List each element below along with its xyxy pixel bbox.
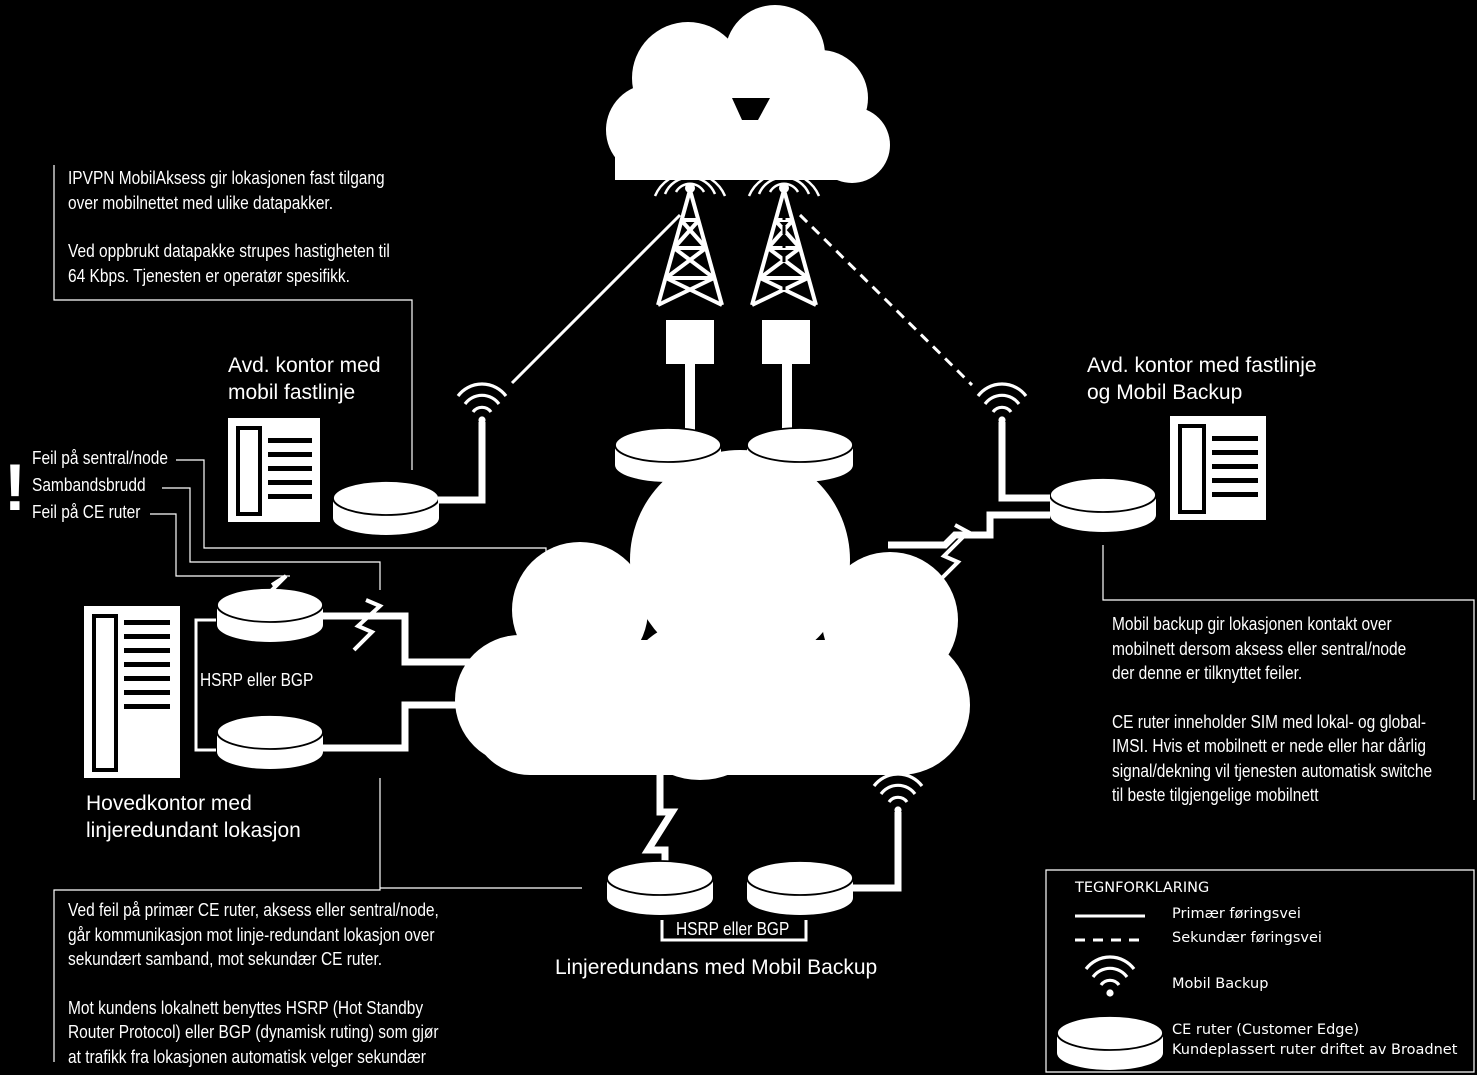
legend-secondary: Sekundær føringsvei [1172, 930, 1322, 946]
link-break-icon [641, 775, 679, 870]
note-line: Ved feil på primær CE ruter, aksess elle… [68, 900, 439, 920]
note-line: Mobil backup gir lokasjonen kontakt over [1112, 614, 1392, 634]
note-line: der denne er tilknyttet feiler. [1112, 663, 1303, 683]
note-line: at trafikk fra lokasjonen automatisk vel… [68, 1046, 426, 1067]
note-line: 64 Kbps. Tjenesten er operatør spesifikk… [68, 265, 350, 286]
legend-title: TEGNFORKLARING [1075, 880, 1210, 896]
router-icon [614, 427, 722, 483]
network-cloud-icon [455, 450, 970, 780]
router-icon [216, 714, 324, 770]
internet-cloud-icon [606, 5, 890, 183]
legend-ce-router: CE ruter (Customer Edge) Kundeplassert r… [1172, 1022, 1458, 1058]
note-line: Mot kundens lokalnett benyttes HSRP (Hot… [68, 997, 424, 1018]
note-line-redundancy: Ved feil på primær CE ruter, aksess elle… [68, 898, 439, 1069]
note-line: IPVPN MobilAksess gir lokasjonen fast ti… [68, 168, 385, 188]
note-line: Ved oppbrukt datapakke strupes hastighet… [68, 241, 390, 261]
note-mobile-backup: Mobil backup gir lokasjonen kontakt over… [1112, 612, 1432, 808]
note-line: sekundært samband, mot sekundær CE ruter… [68, 949, 383, 969]
failure-item: Sambandsbrudd [32, 475, 146, 495]
note-line: Router Protocol) eller BGP (dynamisk rut… [68, 1022, 439, 1042]
router-icon [606, 860, 714, 916]
wifi-icon [872, 772, 924, 816]
label-redundancy-mobile: Linjeredundans med Mobil Backup [555, 956, 878, 979]
building-icon [228, 418, 320, 522]
legend-mobile-backup: Mobil Backup [1172, 976, 1269, 992]
note-line: over mobilnettet med ulike datapakker. [68, 192, 334, 213]
radio-tower-icon [747, 170, 821, 434]
router-icon [746, 427, 854, 483]
link-break-icon [940, 523, 972, 580]
building-icon [84, 606, 180, 778]
router-icon [746, 860, 854, 916]
wifi-icon [1084, 955, 1136, 999]
wifi-icon [456, 382, 508, 426]
label-headquarters: Hovedkontor med linjeredundant lokasjon [86, 792, 301, 842]
warning-mark: ! [4, 450, 26, 524]
hsrp-label-hq: HSRP eller BGP [200, 670, 314, 690]
router-icon [1049, 477, 1157, 533]
note-line: signal/dekning vil tjenesten automatisk … [1112, 760, 1433, 781]
note-line: går kommunikasjon mot linje-redundant lo… [68, 924, 435, 945]
failure-item: Feil på sentral/node [32, 448, 168, 468]
router-icon [1056, 1015, 1164, 1071]
failure-item: Feil på CE ruter [32, 502, 141, 522]
label-branch-backup: Avd. kontor med fastlinje og Mobil Backu… [1087, 354, 1317, 404]
note-line: til beste tilgjengelige mobilnett [1112, 785, 1319, 805]
legend-primary: Primær føringsvei [1172, 906, 1301, 922]
building-icon [1170, 416, 1266, 520]
router-icon [332, 480, 440, 536]
note-mobilaksess: IPVPN MobilAksess gir lokasjonen fast ti… [68, 166, 390, 288]
router-icon [216, 587, 324, 643]
note-line: mobilnett dersom aksess eller sentral/no… [1112, 638, 1407, 659]
radio-tower-icon [653, 170, 727, 434]
note-line: CE ruter inneholder SIM med lokal- og gl… [1112, 711, 1427, 732]
secondary-mobile-link [798, 213, 974, 387]
label-branch-mobile: Avd. kontor med mobil fastlinje [228, 354, 381, 404]
link-break-icon [352, 598, 384, 652]
note-line: IMSI. Hvis et mobilnett er nede eller ha… [1112, 736, 1427, 756]
hsrp-label-bottom: HSRP eller BGP [676, 919, 790, 939]
primary-mobile-link [510, 213, 682, 385]
wifi-icon [976, 382, 1028, 426]
failure-list: Feil på sentral/node Sambandsbrudd Feil … [32, 445, 168, 526]
